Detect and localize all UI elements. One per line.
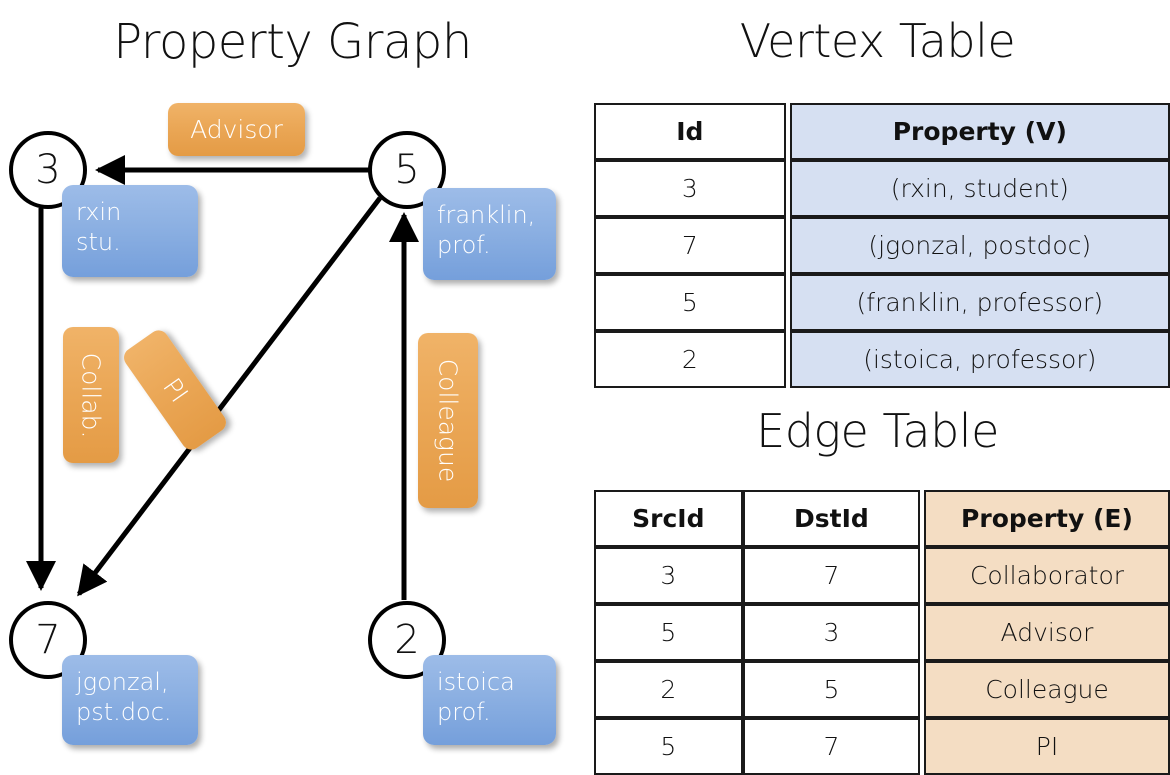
node-property-line-1: jgonzal, [76, 668, 169, 696]
table-row[interactable]: 5 (franklin, professor) [594, 274, 1170, 331]
page-title-edge-table: Edge Table [756, 404, 999, 458]
vertex-cell-id: 7 [594, 217, 786, 274]
vertex-cell-property: (rxin, student) [789, 160, 1170, 217]
graph-node-5[interactable]: 5 [368, 131, 446, 209]
vertex-table-header-id: Id [594, 103, 786, 160]
edge-table: SrcId DstId Property (E) 3 7 Collaborato… [594, 490, 1170, 775]
graph-edge-lines [26, 155, 419, 600]
table-row[interactable]: 5 7 PI [594, 718, 1170, 775]
node-property-line-1: istoica [437, 668, 515, 696]
node-property-box-2[interactable]: istoica prof. [423, 655, 556, 745]
table-row[interactable]: 3 (rxin, student) [594, 160, 1170, 217]
node-property-box-5[interactable]: franklin, prof. [423, 188, 556, 280]
property-graph-diagram: 3 5 7 2 rxin stu. franklin, prof. jgonza… [0, 0, 585, 760]
edge-label-advisor[interactable]: Advisor [168, 103, 305, 156]
edge-label-colleague-text: Colleague [433, 358, 463, 483]
edge-cell-dstid: 3 [742, 604, 921, 661]
edge-line-pi [77, 196, 382, 597]
edge-table-header-dstid: DstId [742, 490, 921, 547]
edge-cell-dstid: 5 [742, 661, 921, 718]
column-gap [920, 661, 924, 718]
table-row[interactable]: 3 7 Collaborator [594, 547, 1170, 604]
node-property-line-1: franklin, [437, 201, 536, 229]
edge-cell-srcid: 2 [594, 661, 743, 718]
node-property-box-3[interactable]: rxin stu. [62, 185, 198, 277]
table-row[interactable]: 2 (istoica, professor) [594, 331, 1170, 388]
node-property-line-2: pst.doc. [76, 698, 172, 726]
node-property-line-2: stu. [76, 228, 121, 256]
vertex-table: Id Property (V) 3 (rxin, student) 7 (jgo… [594, 103, 1170, 388]
node-property-box-7[interactable]: jgonzal, pst.doc. [62, 655, 198, 745]
column-gap [785, 217, 790, 274]
edge-cell-property: PI [923, 718, 1170, 775]
page-title-property-graph: Property Graph [113, 14, 472, 70]
column-gap [920, 490, 924, 547]
vertex-cell-property: (franklin, professor) [789, 274, 1170, 331]
node-property-line-1: rxin [76, 198, 122, 226]
column-gap [920, 547, 924, 604]
graph-node-2[interactable]: 2 [368, 601, 446, 679]
edge-cell-dstid: 7 [742, 547, 921, 604]
vertex-cell-id: 5 [594, 274, 786, 331]
vertex-table-header-property: Property (V) [789, 103, 1170, 160]
column-gap [920, 718, 924, 775]
edge-cell-property: Advisor [923, 604, 1170, 661]
column-gap [920, 604, 924, 661]
edge-table-header-property: Property (E) [923, 490, 1170, 547]
edge-cell-srcid: 5 [594, 604, 743, 661]
node-property-line-2: prof. [437, 231, 491, 259]
edge-cell-property: Colleague [923, 661, 1170, 718]
edge-table-header-srcid: SrcId [594, 490, 743, 547]
edge-label-collab-text: Collab. [76, 352, 106, 438]
table-header-row: Id Property (V) [594, 103, 1170, 160]
table-row[interactable]: 2 5 Colleague [594, 661, 1170, 718]
edge-label-pi-text: PI [156, 372, 194, 408]
vertex-cell-property: (istoica, professor) [789, 331, 1170, 388]
node-property-line-2: prof. [437, 698, 491, 726]
table-row[interactable]: 7 (jgonzal, postdoc) [594, 217, 1170, 274]
vertex-cell-property: (jgonzal, postdoc) [789, 217, 1170, 274]
vertex-cell-id: 2 [594, 331, 786, 388]
edge-label-advisor-text: Advisor [190, 115, 283, 144]
edge-cell-srcid: 3 [594, 547, 743, 604]
edge-cell-srcid: 5 [594, 718, 743, 775]
column-gap [785, 274, 790, 331]
edge-cell-property: Collaborator [923, 547, 1170, 604]
page-title-vertex-table: Vertex Table [739, 14, 1016, 68]
column-gap [785, 103, 790, 160]
edge-cell-dstid: 7 [742, 718, 921, 775]
column-gap [785, 160, 790, 217]
vertex-cell-id: 3 [594, 160, 786, 217]
edge-label-collab[interactable]: Collab. [63, 327, 119, 463]
column-gap [785, 331, 790, 388]
table-row[interactable]: 5 3 Advisor [594, 604, 1170, 661]
table-header-row: SrcId DstId Property (E) [594, 490, 1170, 547]
edge-label-colleague[interactable]: Colleague [418, 333, 478, 508]
